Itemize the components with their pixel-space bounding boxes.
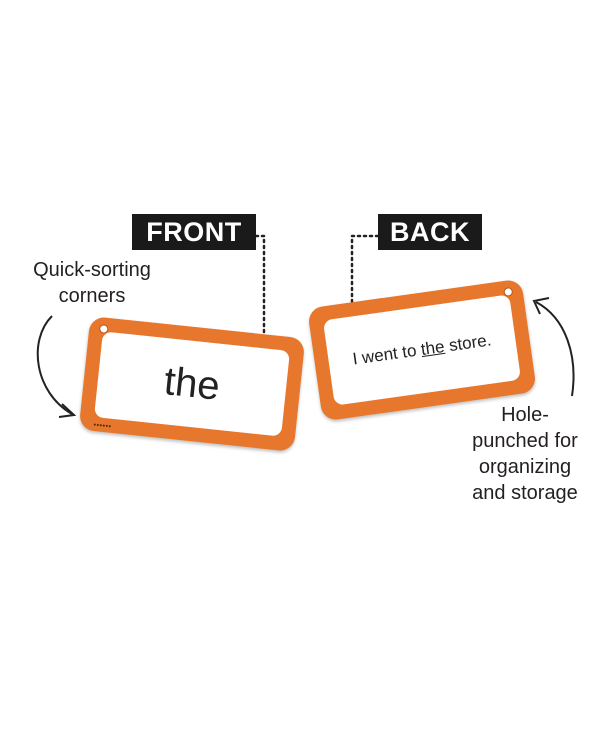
sentence-start: I went to <box>351 340 423 369</box>
front-card-word: the <box>162 358 222 409</box>
front-leader-line <box>242 234 266 344</box>
hole-callout-line: punched for <box>472 430 578 452</box>
front-card-face: the <box>94 331 290 437</box>
arrowhead-icon <box>532 297 550 315</box>
corners-callout: Quick-sorting corners <box>12 257 172 309</box>
corners-callout-line: corners <box>58 285 126 307</box>
front-flash-card: the ●●●●●● <box>78 316 306 452</box>
hole-callout: Hole- punched for organizing and storage <box>458 402 592 506</box>
curved-arrow-icon <box>36 315 73 415</box>
hole-callout-line: organizing <box>478 456 572 478</box>
back-leader-line <box>350 234 380 307</box>
hole-callout-line: and storage <box>472 482 578 504</box>
back-card-face: I went to the store. <box>322 294 522 406</box>
curved-arrow-icon <box>535 301 575 397</box>
corners-callout-line: Quick-sorting <box>33 259 151 281</box>
brand-mark: ●●●●●● <box>92 421 112 430</box>
arrowhead-icon <box>58 403 77 418</box>
back-label: BACK <box>378 214 482 250</box>
back-card-sentence: I went to the store. <box>351 330 492 369</box>
sentence-sight-word: the <box>419 336 446 360</box>
front-label: FRONT <box>132 214 256 250</box>
sentence-end: store. <box>443 330 493 356</box>
hole-callout-line: Hole- <box>501 404 549 426</box>
